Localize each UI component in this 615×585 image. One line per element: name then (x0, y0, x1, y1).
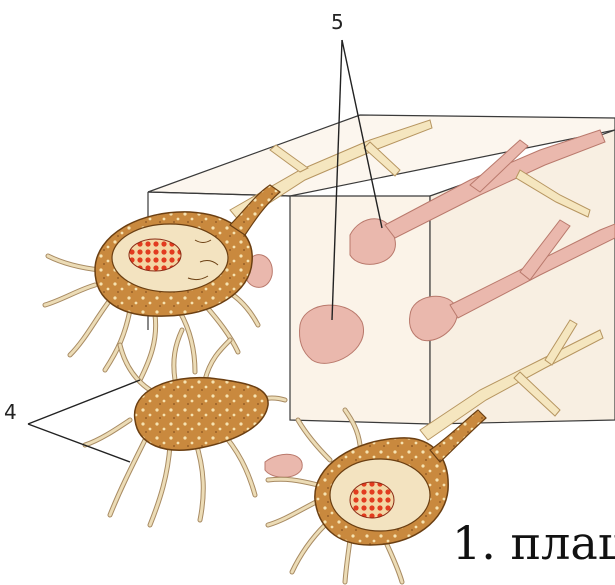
cell-middle-body (135, 378, 269, 451)
cell-lower-nucleus (350, 482, 394, 518)
figure-caption: 1. плац (452, 516, 615, 570)
glial-cell-upper (45, 185, 280, 380)
callout-label-4: 4 (4, 400, 17, 424)
glial-cell-middle (85, 330, 285, 525)
callout-label-5: 5 (331, 10, 344, 34)
callout-4-line-a (28, 380, 140, 424)
cell-upper-nucleus (129, 239, 181, 271)
pink-process-bottom (265, 454, 302, 477)
